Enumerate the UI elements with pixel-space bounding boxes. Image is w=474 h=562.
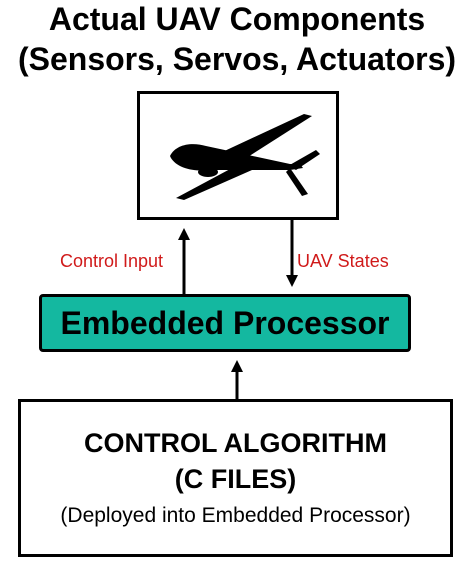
- embedded-processor-box: Embedded Processor: [39, 294, 411, 352]
- control-algorithm-box: CONTROL ALGORITHM (C FILES) (Deployed in…: [18, 399, 453, 557]
- algorithm-title-line-2: (C FILES): [174, 464, 297, 494]
- diagram-title-line-2: (Sensors, Servos, Actuators): [17, 41, 457, 77]
- uav-components-box: [137, 91, 339, 220]
- algorithm-subtitle: (Deployed into Embedded Processor): [60, 504, 411, 527]
- uav-silhouette-icon: [170, 114, 320, 200]
- control-input-label: Control Input: [60, 251, 164, 271]
- embedded-processor-label: Embedded Processor: [60, 304, 390, 341]
- uav-states-label: UAV States: [297, 251, 389, 271]
- diagram-title-line-1: Actual UAV Components: [48, 1, 426, 37]
- algorithm-title-line-1: CONTROL ALGORITHM: [84, 428, 387, 458]
